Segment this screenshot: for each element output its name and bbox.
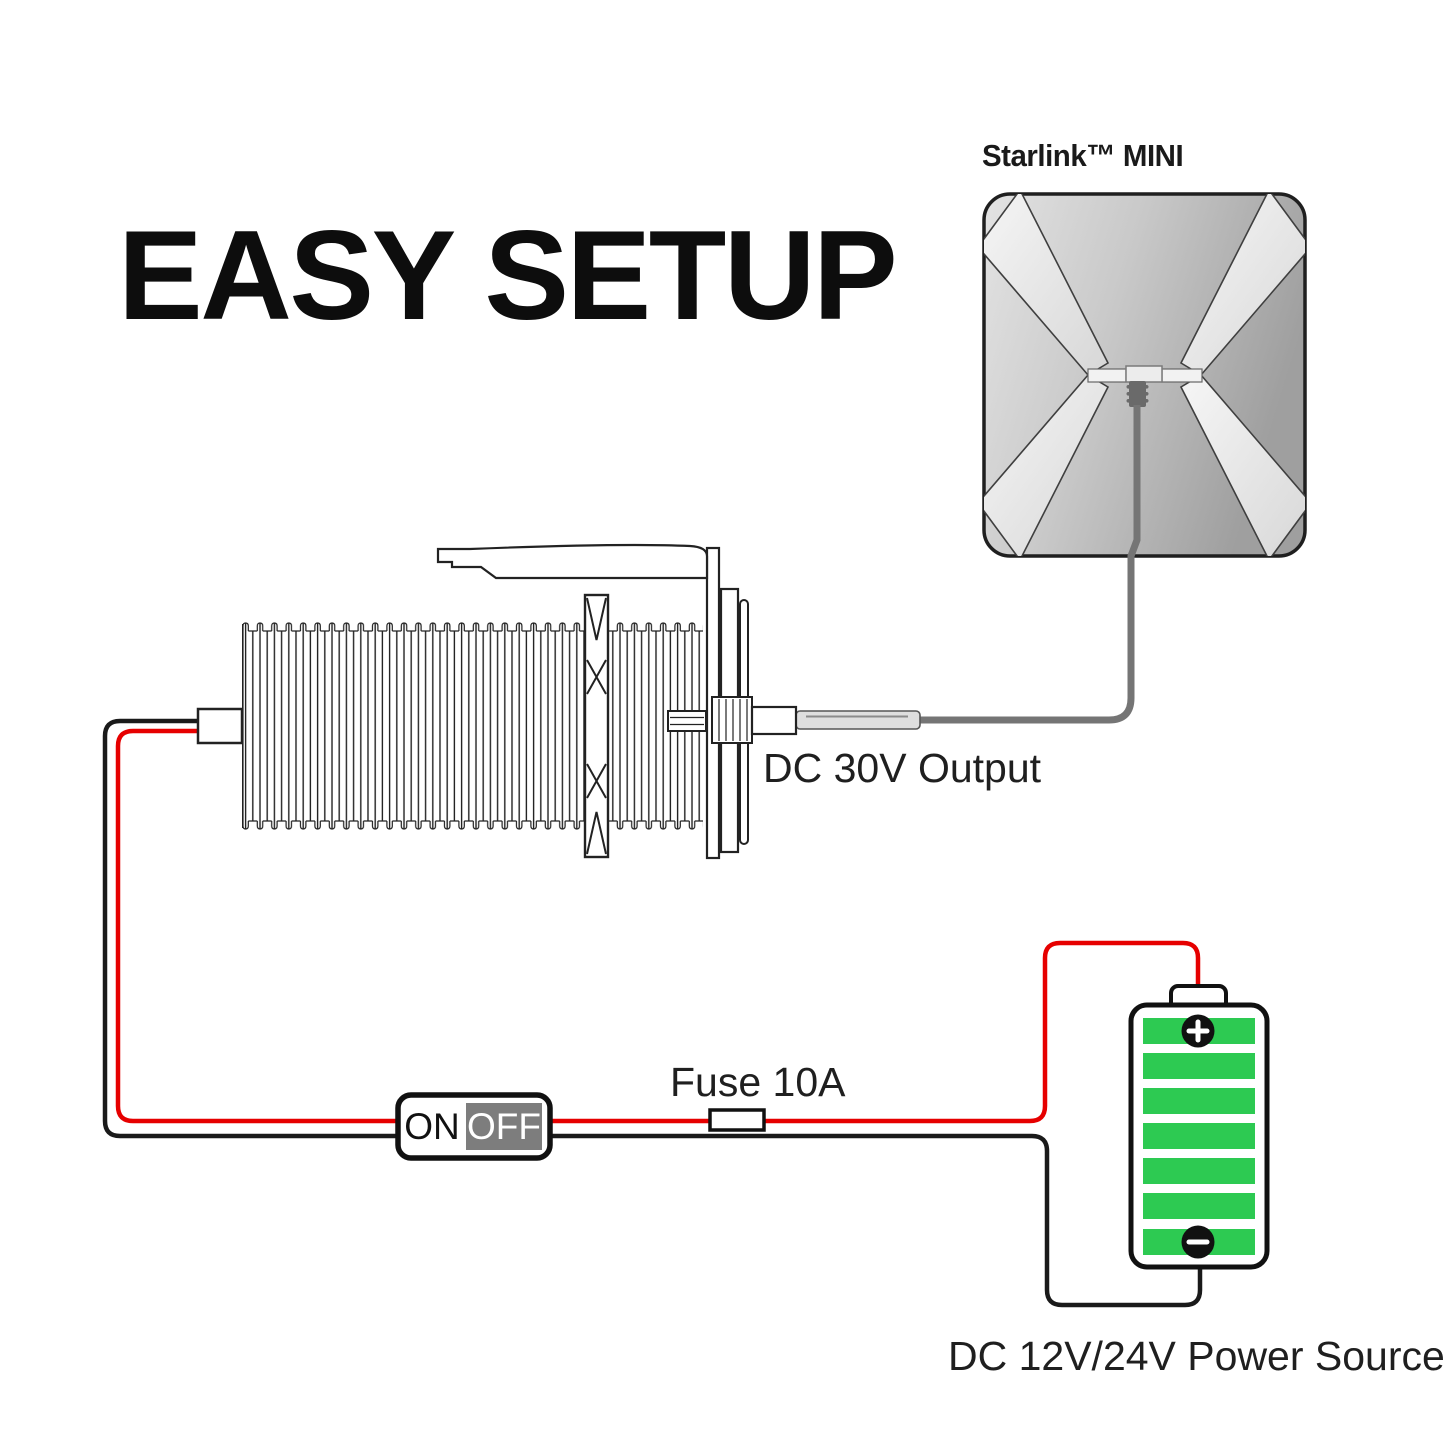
power-source-label: DC 12V/24V Power Source: [948, 1333, 1445, 1379]
dish-cable: [918, 405, 1141, 724]
converter-hex-nut: [583, 593, 610, 859]
page-title: EASY SETUP: [118, 204, 898, 346]
switch-off-label: OFF: [467, 1106, 541, 1147]
battery-minus-icon: [1181, 1225, 1215, 1259]
switch-on-label: ON: [404, 1106, 460, 1147]
dc-output-label: DC 30V Output: [763, 745, 1042, 791]
dish-band-top-right: [1179, 194, 1305, 377]
positive-wire-red: [115, 728, 1201, 1124]
battery-cell: [1143, 1123, 1255, 1149]
power-switch: [395, 1092, 553, 1161]
dc-converter: [196, 543, 798, 860]
dish-cable-plug: [1126, 381, 1149, 407]
converter-output-plug: [750, 705, 798, 736]
switch-off-pane: [466, 1103, 542, 1150]
dish-port: [1125, 365, 1163, 383]
converter-input-connector: [196, 707, 244, 745]
dish-center-strip-right: [1161, 368, 1203, 383]
negative-wire-black: [102, 718, 1203, 1308]
fuse-label: Fuse 10A: [670, 1059, 846, 1105]
dish-label: Starlink™ MINI: [982, 138, 1184, 173]
battery-cell: [1143, 1158, 1255, 1184]
converter-output-collar: [711, 696, 753, 744]
cable-plug-barrel: [795, 710, 921, 730]
battery-plus-icon: [1181, 1014, 1215, 1048]
converter-shaft-pin: [667, 710, 707, 732]
battery-cell: [1143, 1088, 1255, 1114]
dish-band-bottom-right: [1179, 373, 1305, 556]
starlink-dish: [982, 192, 1307, 558]
dish-center-strip-left: [1087, 368, 1127, 383]
battery-cell: [1143, 1193, 1255, 1219]
battery: [1128, 984, 1270, 1270]
converter-cover-handle: [436, 543, 709, 580]
battery-cell: [1143, 1053, 1255, 1079]
dish-band-bottom-left: [984, 373, 1110, 556]
dish-band-top-left: [984, 194, 1110, 377]
fuse-symbol: [708, 1108, 766, 1132]
converter-ribbed-body: [242, 622, 703, 830]
